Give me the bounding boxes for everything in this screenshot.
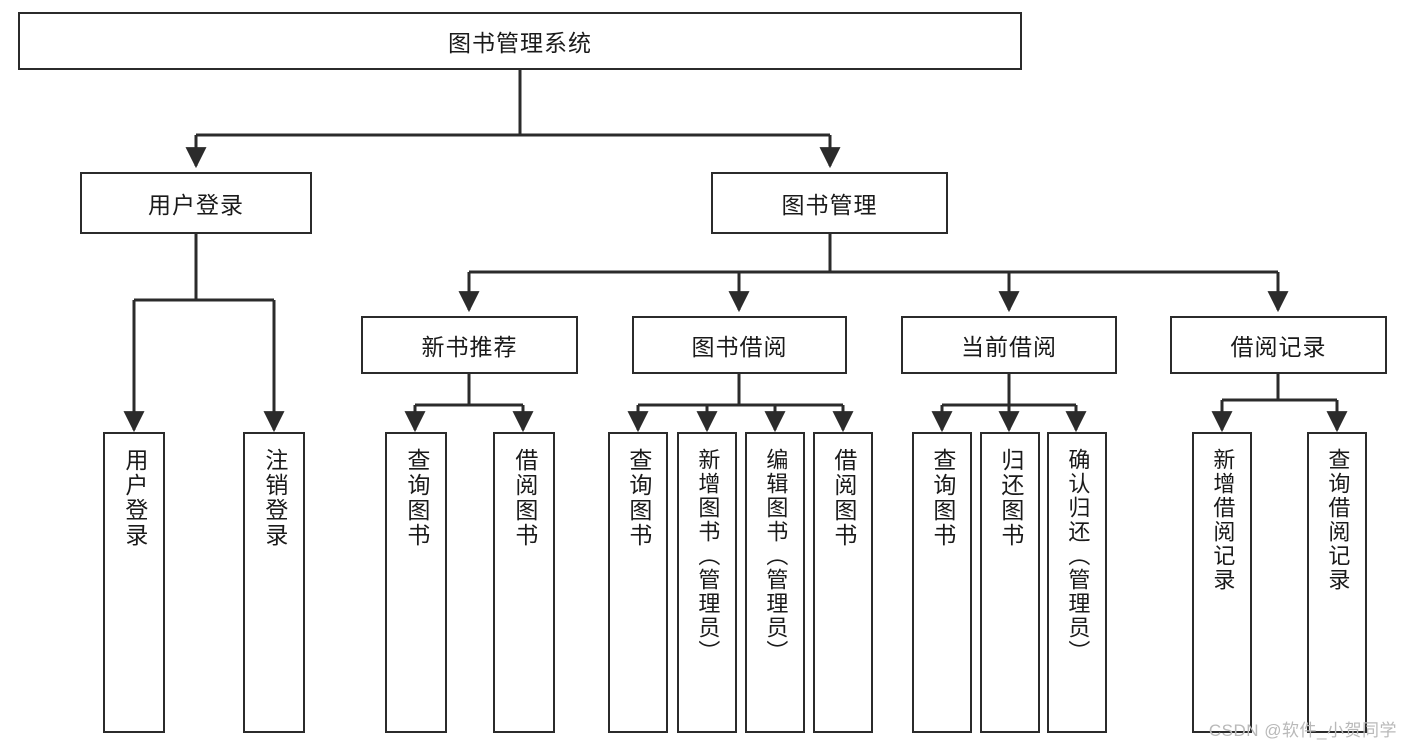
- node-leaf-edit-book-admin[interactable]: 编辑图书（管理员）: [745, 432, 805, 733]
- node-leaf-borrow-book-2-label: 借阅图书: [830, 448, 857, 548]
- node-leaf-query-book-3-label: 查询图书: [929, 448, 956, 548]
- node-book-borrow[interactable]: 图书借阅: [632, 316, 847, 374]
- node-leaf-query-book-1[interactable]: 查询图书: [385, 432, 447, 733]
- node-leaf-borrow-book-1[interactable]: 借阅图书: [493, 432, 555, 733]
- node-leaf-add-borrow-record[interactable]: 新增借阅记录: [1192, 432, 1252, 733]
- node-leaf-add-book-admin[interactable]: 新增图书（管理员）: [677, 432, 737, 733]
- node-book-borrow-label: 图书借阅: [691, 334, 788, 360]
- node-leaf-add-borrow-record-label: 新增借阅记录: [1210, 448, 1236, 592]
- node-leaf-logout-login-label: 注销登录: [261, 448, 288, 548]
- node-leaf-query-book-1-label: 查询图书: [403, 448, 430, 548]
- node-book-manage[interactable]: 图书管理: [711, 172, 948, 234]
- node-leaf-return-book[interactable]: 归还图书: [980, 432, 1040, 733]
- node-leaf-edit-book-admin-label: 编辑图书（管理员）: [763, 448, 789, 664]
- node-leaf-return-book-label: 归还图书: [997, 448, 1024, 548]
- node-leaf-borrow-book-1-label: 借阅图书: [511, 448, 538, 548]
- node-leaf-user-login[interactable]: 用户登录: [103, 432, 165, 733]
- node-leaf-query-book-2-label: 查询图书: [625, 448, 652, 548]
- node-root[interactable]: 图书管理系统: [18, 12, 1022, 70]
- node-leaf-query-borrow-record[interactable]: 查询借阅记录: [1307, 432, 1367, 733]
- node-new-book-recommend[interactable]: 新书推荐: [361, 316, 578, 374]
- node-book-manage-label: 图书管理: [781, 192, 878, 218]
- node-leaf-confirm-return-admin-label: 确认归还（管理员）: [1065, 448, 1091, 664]
- node-current-borrow[interactable]: 当前借阅: [901, 316, 1117, 374]
- watermark-text: CSDN @软件_小贺同学: [1208, 721, 1397, 740]
- node-leaf-add-book-admin-label: 新增图书（管理员）: [695, 448, 721, 664]
- node-root-label: 图书管理系统: [448, 30, 592, 56]
- node-leaf-query-book-3[interactable]: 查询图书: [912, 432, 972, 733]
- node-leaf-query-borrow-record-label: 查询借阅记录: [1325, 448, 1351, 592]
- node-leaf-user-login-label: 用户登录: [121, 448, 148, 548]
- node-borrow-record[interactable]: 借阅记录: [1170, 316, 1387, 374]
- node-leaf-query-book-2[interactable]: 查询图书: [608, 432, 668, 733]
- node-leaf-confirm-return-admin[interactable]: 确认归还（管理员）: [1047, 432, 1107, 733]
- node-new-book-recommend-label: 新书推荐: [421, 334, 518, 360]
- node-user-login[interactable]: 用户登录: [80, 172, 312, 234]
- node-leaf-borrow-book-2[interactable]: 借阅图书: [813, 432, 873, 733]
- node-user-login-label: 用户登录: [148, 192, 244, 218]
- node-borrow-record-label: 借阅记录: [1230, 334, 1327, 360]
- node-leaf-logout-login[interactable]: 注销登录: [243, 432, 305, 733]
- node-current-borrow-label: 当前借阅: [961, 334, 1057, 360]
